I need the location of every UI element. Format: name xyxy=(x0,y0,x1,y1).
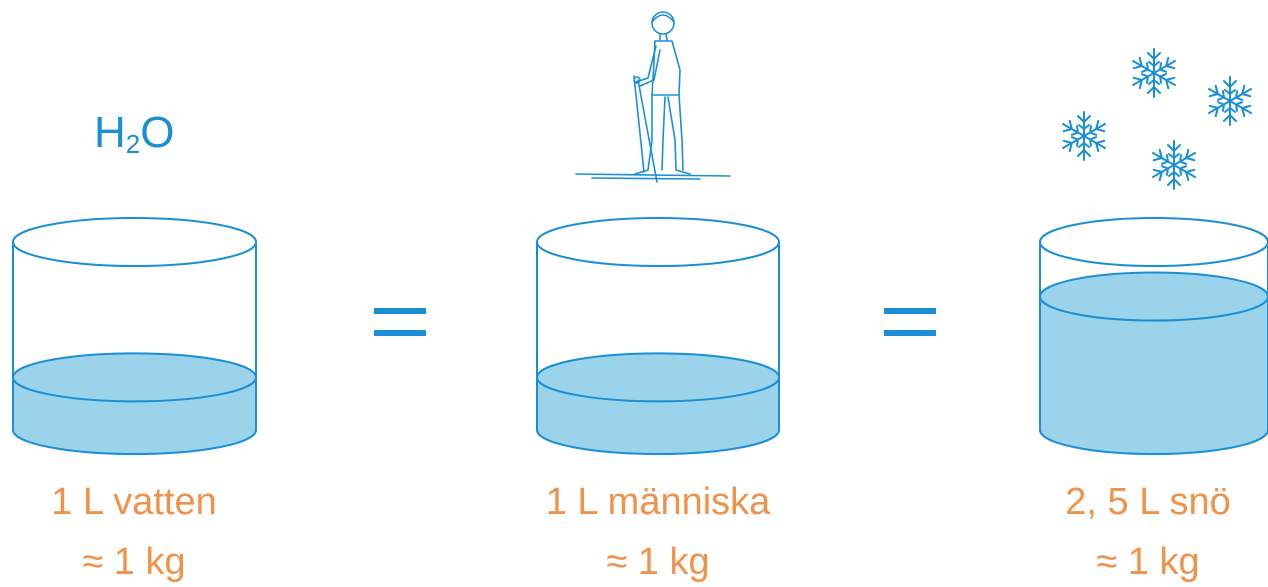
formula-o: O xyxy=(140,108,175,157)
formula-subscript: 2 xyxy=(125,129,141,159)
water-volume-label: 1 L vatten xyxy=(51,481,217,523)
water-mass-label: ≈ 1 kg xyxy=(82,541,186,583)
snowflake-icon xyxy=(1063,49,1251,189)
water-bottom-rim xyxy=(12,429,257,455)
containers-layer xyxy=(12,217,1268,455)
snow-top-rim xyxy=(1039,217,1268,267)
water-formula: H2O xyxy=(94,108,174,158)
equals-sign-2 xyxy=(884,308,936,336)
water-top-rim xyxy=(12,217,257,267)
water-container xyxy=(12,217,257,455)
snow-mass-label: ≈ 1 kg xyxy=(1096,541,1200,583)
snow-water-body xyxy=(1040,296,1268,454)
human-volume-label: 1 L människa xyxy=(545,481,771,523)
formula-h: H xyxy=(94,108,126,157)
water-water-surface xyxy=(12,352,257,403)
snow-water-surface xyxy=(1039,271,1268,322)
human-mass-label: ≈ 1 kg xyxy=(606,541,710,583)
skier-icon xyxy=(575,11,731,183)
human-water-surface xyxy=(536,352,780,403)
snow-bottom-rim xyxy=(1039,429,1268,455)
human-container xyxy=(536,217,780,455)
human-bottom-rim xyxy=(536,429,780,455)
human-top-rim xyxy=(536,217,780,267)
equals-sign-1 xyxy=(374,308,426,336)
snow-volume-label: 2, 5 L snö xyxy=(1065,481,1231,523)
snow-container xyxy=(1039,217,1268,455)
